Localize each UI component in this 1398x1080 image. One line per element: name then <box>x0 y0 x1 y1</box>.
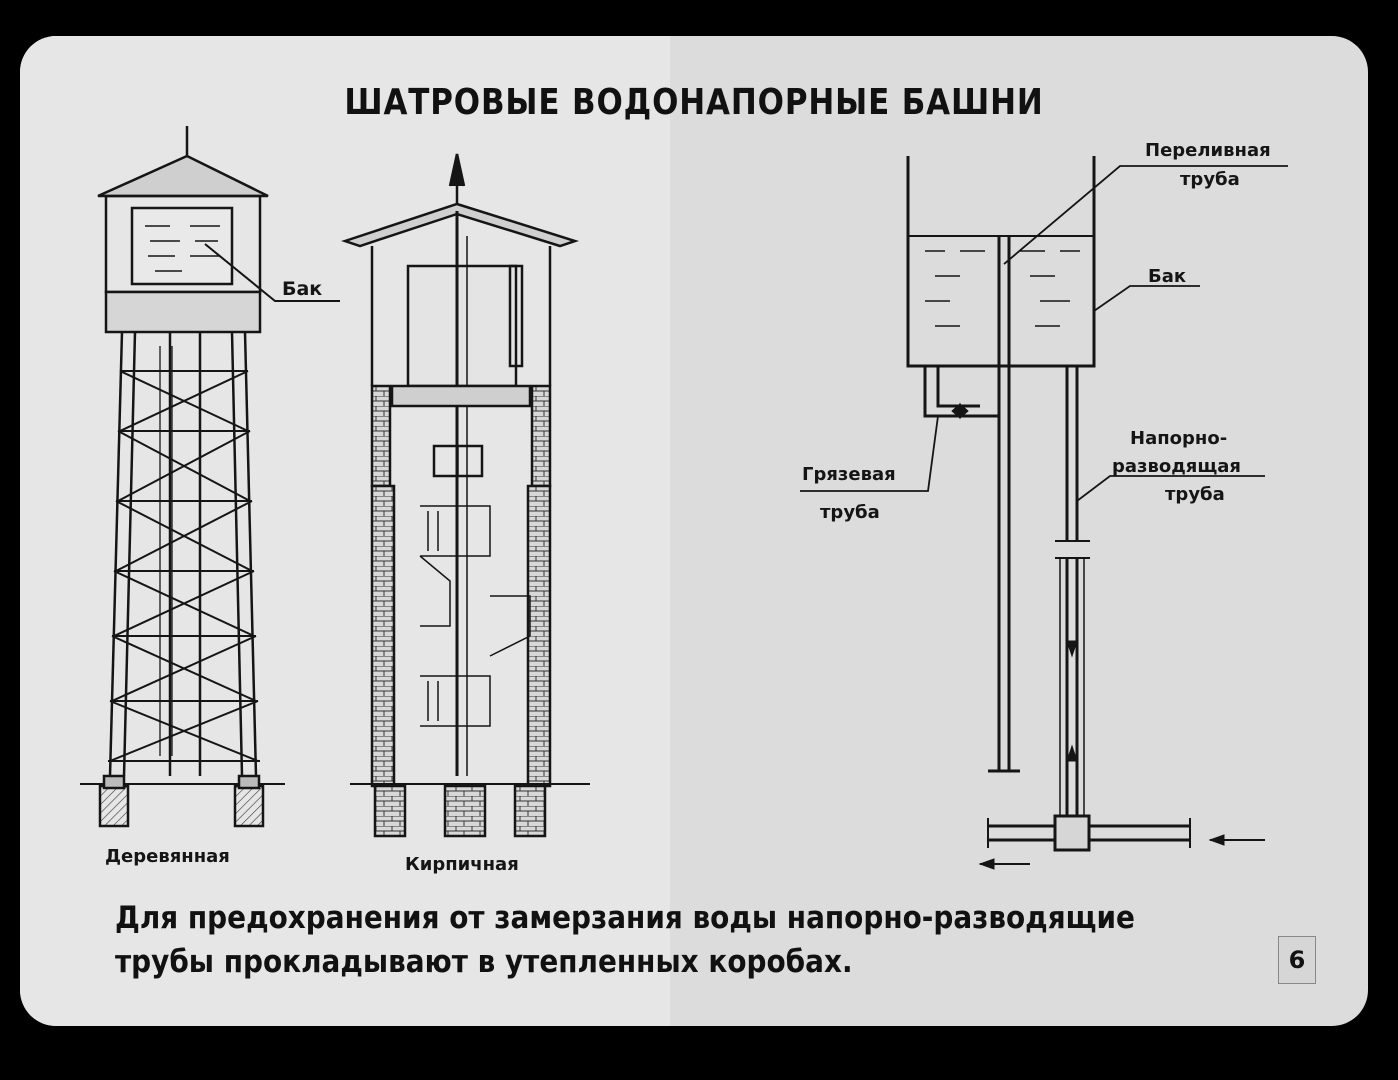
wooden-tower-drawing <box>80 126 340 828</box>
tank-label-right: Бак <box>1148 266 1187 287</box>
pressure-pipe-label-3: труба <box>1165 484 1225 505</box>
slide: ШАТРОВЫЕ ВОДОНАПОРНЫЕ БАШНИ Бак Деревянн… <box>20 36 1368 1026</box>
tank-label-left: Бак <box>282 278 323 300</box>
pressure-pipe-label-1: Напорно- <box>1130 428 1228 449</box>
brick-tower-drawing <box>341 153 590 838</box>
left-panel <box>20 36 670 1026</box>
tank-schematic <box>800 156 1288 870</box>
brick-tower-label: Кирпичная <box>405 854 519 875</box>
caption: Для предохранения от замерзания воды нап… <box>115 896 1159 984</box>
mud-pipe-label-2: труба <box>820 502 880 523</box>
caption-line-1: Для предохранения от замерзания воды нап… <box>115 900 1135 936</box>
pressure-pipe-label-2: разводящая <box>1112 456 1241 477</box>
overflow-pipe-label-2: труба <box>1180 169 1240 190</box>
overflow-pipe-label-1: Переливная <box>1145 140 1271 161</box>
wooden-tower-label: Деревянная <box>105 846 230 867</box>
caption-line-2: трубы прокладывают в утепленных коробах. <box>115 944 853 980</box>
page-title: ШАТРОВЫЕ ВОДОНАПОРНЫЕ БАШНИ <box>344 82 1044 123</box>
drawing-canvas <box>80 126 1288 870</box>
mud-pipe-label-1: Грязевая <box>802 464 896 485</box>
page-number: 6 <box>1278 936 1316 984</box>
